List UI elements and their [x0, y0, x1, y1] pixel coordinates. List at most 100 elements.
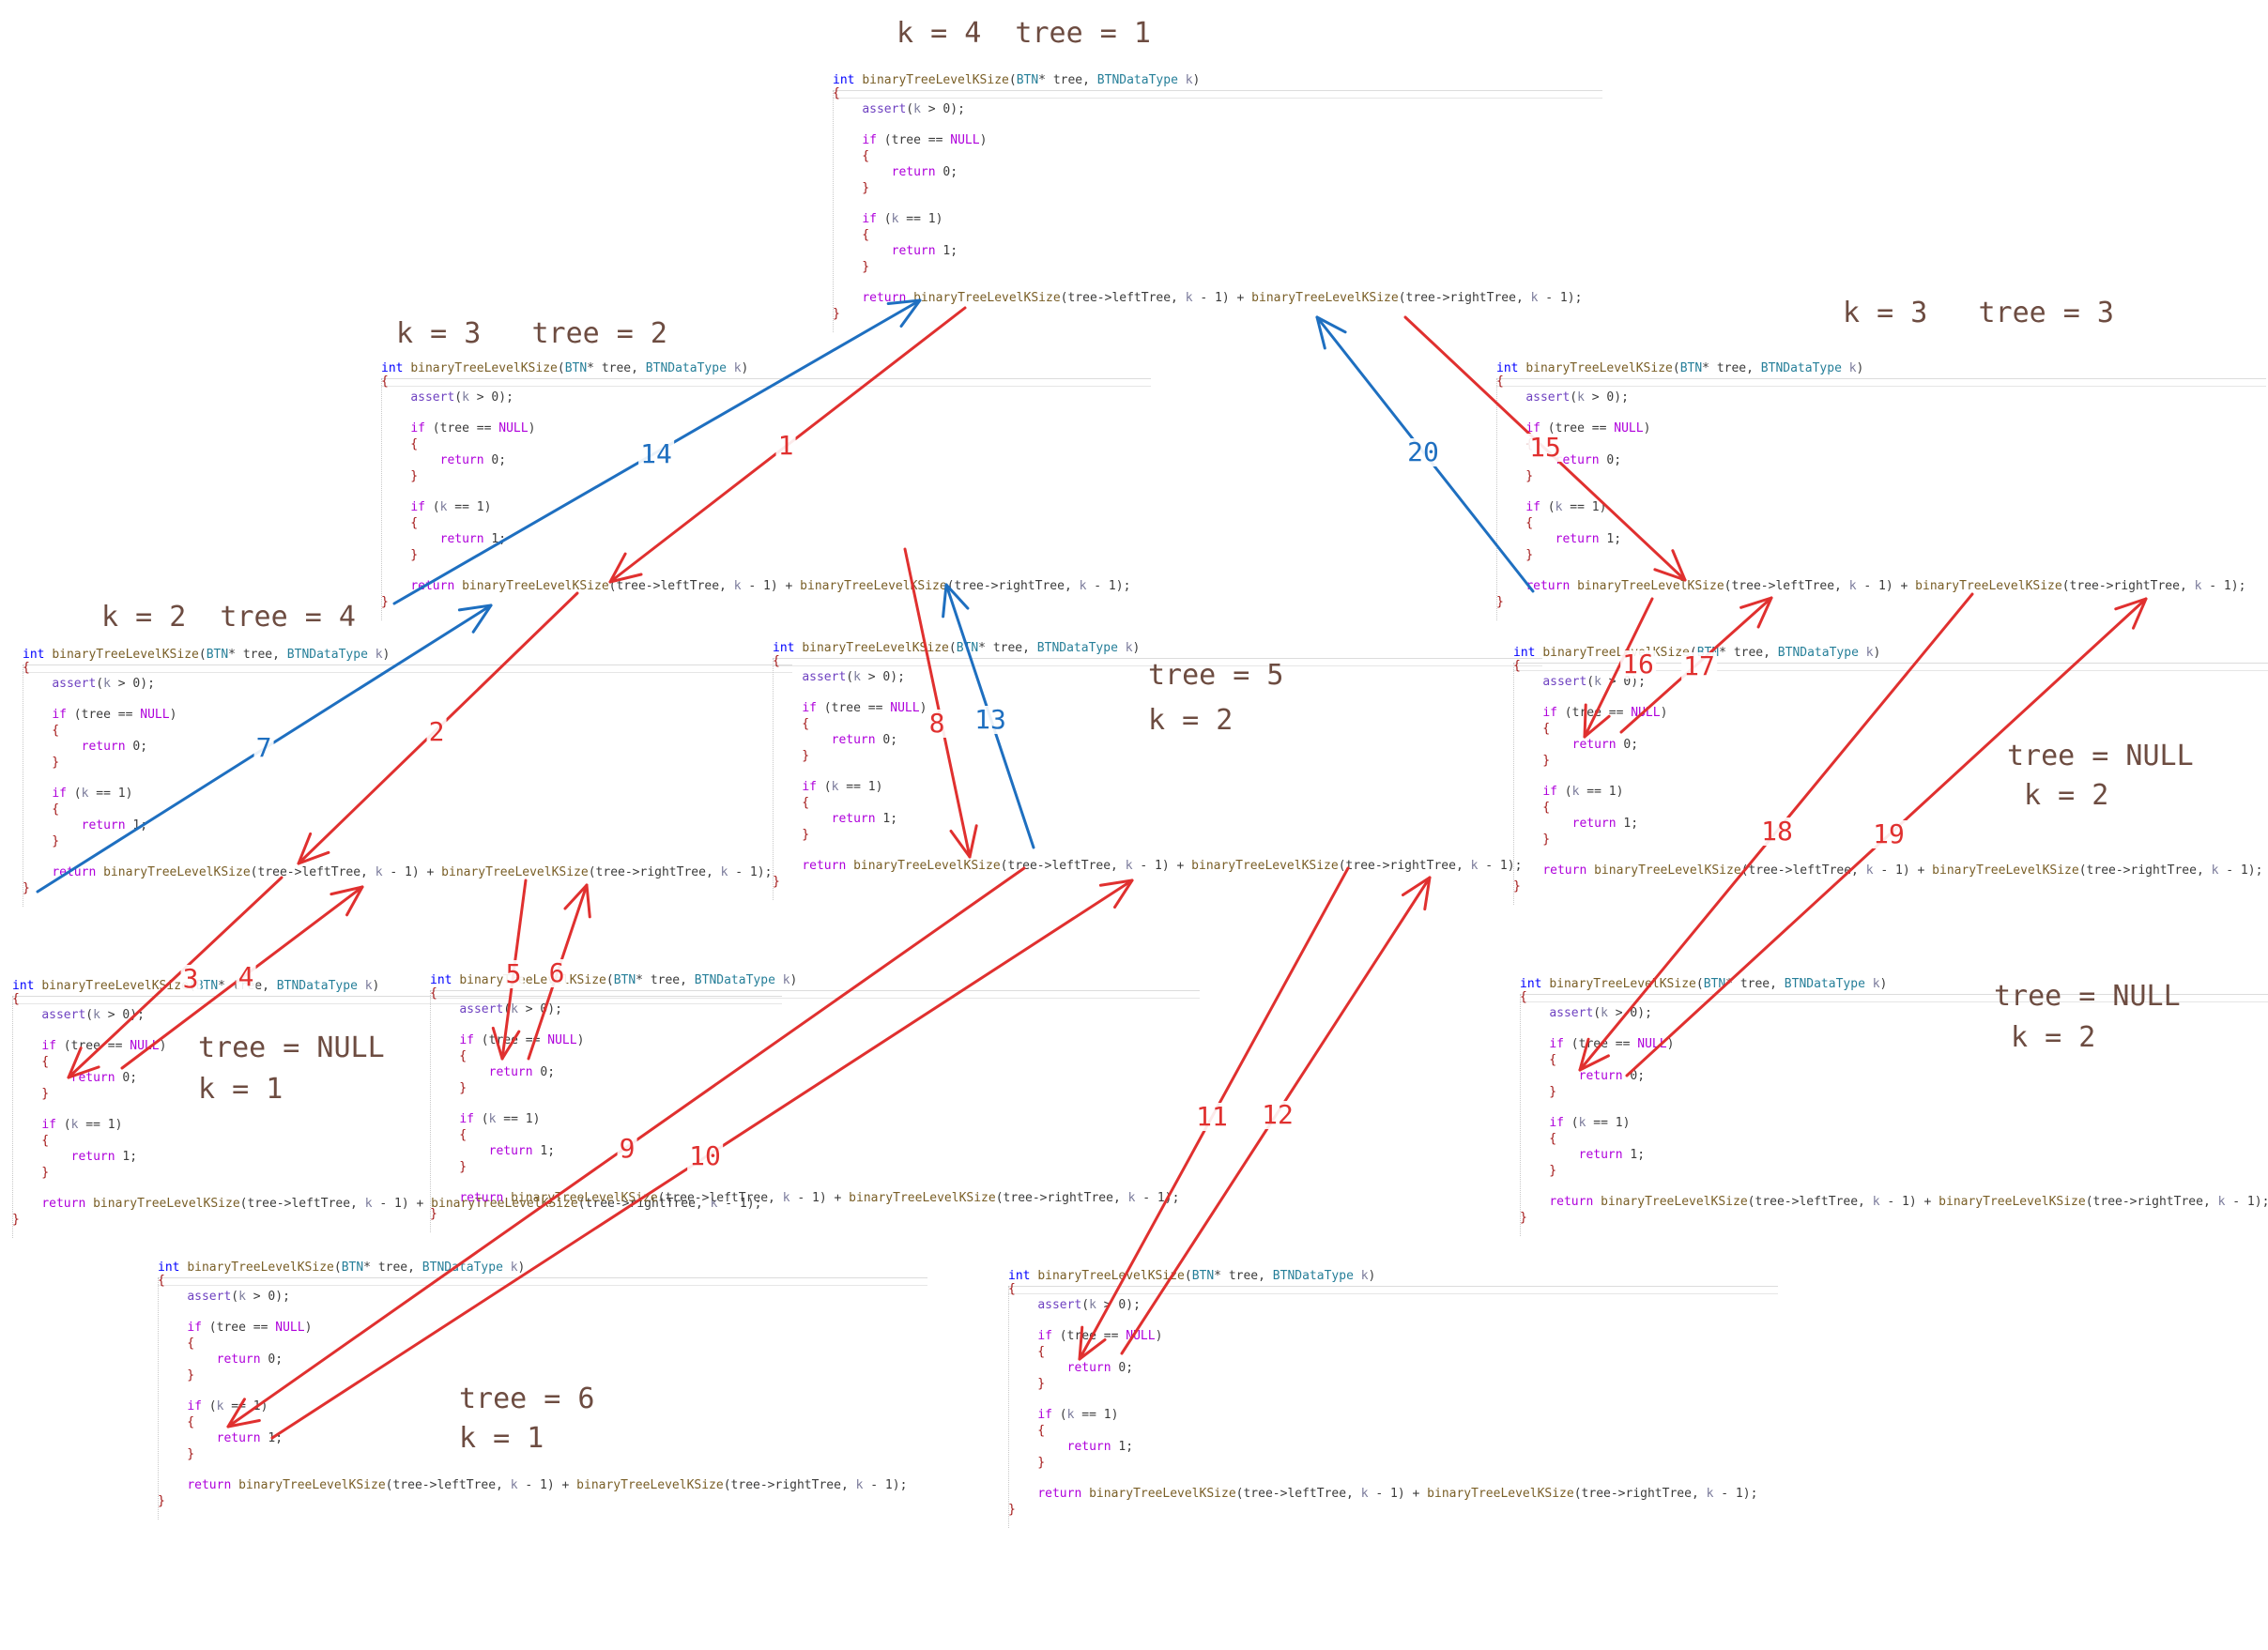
code-token: binaryTreeLevelKSize — [1915, 579, 2062, 594]
code-token: NULL — [950, 133, 980, 148]
code-token: ( — [1563, 1116, 1579, 1131]
editor-guide — [1496, 378, 2266, 379]
code-line: assert(k > 0); — [23, 677, 155, 692]
code-token: return — [187, 1478, 232, 1493]
code-token — [727, 361, 734, 375]
code-line: return binaryTreeLevelKSize(tree->leftTr… — [1008, 1487, 1757, 1502]
code-token: (tree == — [55, 1039, 130, 1054]
code-line: } — [1513, 879, 1521, 894]
code-token: } — [23, 833, 60, 848]
code-token — [1081, 1487, 1089, 1501]
code-line: if (k == 1) — [1513, 785, 1623, 800]
code-token — [1354, 1269, 1361, 1283]
code-token: (tree == — [424, 421, 499, 436]
code-token: binaryTreeLevelKSize — [862, 73, 1009, 87]
code-token: BTNDataType — [645, 361, 727, 375]
code-token: return — [1578, 1069, 1623, 1083]
code-token: assert — [802, 669, 847, 684]
code-token — [381, 390, 410, 405]
code-line: } — [1496, 548, 1533, 563]
code-line: } — [381, 548, 418, 563]
code-token: return — [488, 1065, 533, 1079]
code-token: binaryTreeLevelKSize — [802, 641, 949, 655]
code-token: - 1) + — [789, 1191, 850, 1206]
code-token: ) — [517, 1260, 526, 1275]
editor-guide — [381, 386, 1151, 387]
code-token: - 1); — [1713, 1487, 1758, 1502]
code-token: } — [381, 547, 419, 562]
code-token: } — [773, 748, 810, 763]
code-token: NULL — [1631, 706, 1661, 721]
code-token: (tree->leftTree, — [239, 1197, 365, 1212]
code-line: } — [158, 1447, 194, 1462]
code-token — [158, 1478, 187, 1492]
code-token — [158, 1431, 217, 1445]
code-token — [775, 973, 783, 987]
code-token: 0; — [1111, 1361, 1134, 1375]
code-token: k — [1865, 863, 1874, 878]
annotation-line: k = 3 tree = 3 — [1843, 297, 2114, 329]
code-token: binaryTreeLevelKSize — [576, 1478, 724, 1493]
code-token — [368, 648, 375, 662]
step-label-2: 2 — [426, 716, 447, 747]
code-token: k — [1865, 646, 1874, 660]
code-token: { — [12, 992, 20, 1006]
code-line: return 0; — [1520, 1069, 1645, 1084]
code-token — [1520, 1195, 1549, 1209]
code-line: { — [1008, 1345, 1045, 1360]
code-token: (tree->rightTree, — [588, 865, 721, 880]
code-token: > 0); — [100, 1007, 145, 1022]
code-token — [158, 1399, 187, 1413]
code-line: if (k == 1) — [1520, 1116, 1630, 1131]
code-token: ( — [503, 1001, 512, 1016]
code-token: return — [891, 244, 936, 258]
code-token: k — [2194, 579, 2202, 594]
code-token: return — [1571, 738, 1617, 752]
code-token: binaryTreeLevelKSize — [41, 979, 189, 993]
code-line: return 0; — [381, 453, 506, 468]
code-line: { — [1008, 1282, 1016, 1297]
annotation-top: k = 4 tree = 1 — [896, 17, 1151, 50]
annotation-line: k = 2 — [2007, 779, 2109, 812]
code-token: > 0); — [517, 1001, 562, 1016]
step-label-4: 4 — [236, 961, 256, 992]
code-line: return binaryTreeLevelKSize(tree->leftTr… — [430, 1191, 1179, 1206]
code-token: > 0); — [1607, 1005, 1652, 1020]
frame-tree-2: int binaryTreeLevelKSize(BTN* tree, BTND… — [381, 361, 1151, 634]
code-token: } — [1008, 1503, 1016, 1518]
code-token: k — [1848, 579, 1857, 594]
code-token — [158, 1352, 217, 1367]
code-line: { — [158, 1274, 165, 1289]
code-line: { — [1520, 990, 1527, 1005]
annotation-right-k3: k = 3 tree = 3 — [1843, 297, 2114, 329]
code-token: (tree->rightTree, — [1573, 1487, 1707, 1502]
code-token: return — [1542, 863, 1587, 878]
code-line: { — [773, 654, 780, 669]
code-token: binaryTreeLevelKSize — [1577, 579, 1724, 594]
code-token: ) — [1856, 361, 1864, 375]
code-token: ( — [333, 1260, 342, 1275]
code-token: ) — [1155, 1329, 1163, 1344]
editor-guide — [773, 658, 774, 900]
code-line: { — [833, 86, 840, 101]
code-token: binaryTreeLevelKSize — [1089, 1487, 1236, 1502]
code-line: { — [1496, 374, 1504, 390]
code-line: if (k == 1) — [430, 1112, 540, 1127]
code-token: { — [1513, 722, 1551, 737]
code-line: return binaryTreeLevelKSize(tree->leftTr… — [381, 579, 1130, 594]
code-line: return 1; — [158, 1431, 283, 1446]
code-token: } — [12, 1086, 50, 1101]
code-token: if — [1542, 785, 1557, 800]
code-line: if (k == 1) — [23, 787, 132, 802]
code-line: assert(k > 0); — [773, 670, 905, 685]
code-token: BTNDataType — [1036, 641, 1118, 655]
code-token — [381, 453, 440, 467]
code-token — [1520, 1148, 1579, 1162]
code-token: k — [831, 780, 839, 795]
code-line: { — [833, 149, 869, 164]
code-token: return — [216, 1431, 261, 1445]
code-token: k — [782, 1191, 790, 1206]
code-token: assert — [862, 101, 907, 116]
code-line: return binaryTreeLevelKSize(tree->leftTr… — [773, 859, 1522, 874]
code-token: k — [2211, 863, 2219, 878]
